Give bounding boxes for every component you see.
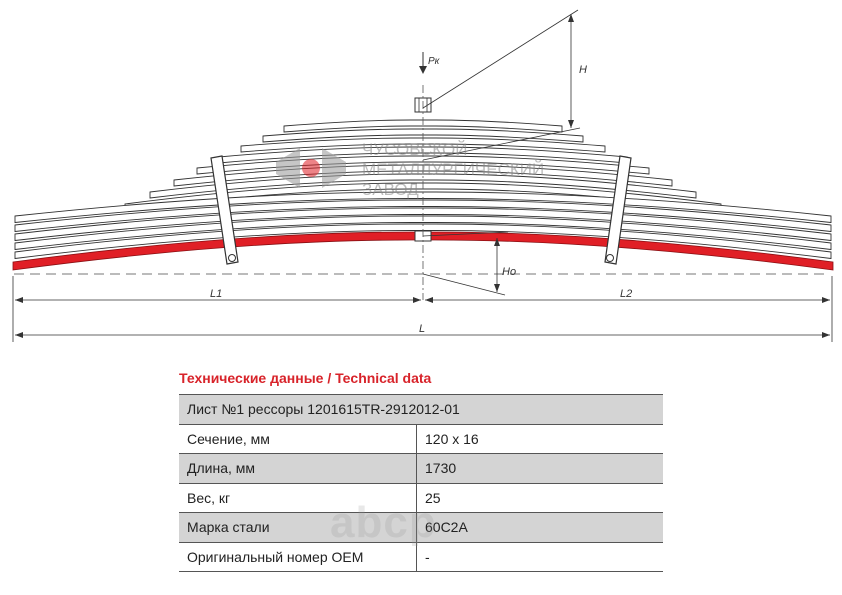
left-clamp <box>210 155 239 265</box>
spring-leaf <box>14 223 832 260</box>
label-l1: L1 <box>210 288 222 300</box>
row-value: - <box>416 541 663 572</box>
table-header-row: Лист №1 рессоры 1201615TR-2912012-01 <box>179 394 663 424</box>
right-clamp <box>604 155 632 265</box>
leaf-spring-diagram: Pк H Ho L1 L2 L ЧУСОВСК <box>12 9 834 342</box>
row-label: Сечение, мм <box>179 423 417 454</box>
table-row: Марка стали 60С2А <box>179 512 663 542</box>
row-label: Вес, кг <box>179 482 417 513</box>
table-header: Лист №1 рессоры 1201615TR-2912012-01 <box>179 394 663 424</box>
technical-data-table: Лист №1 рессоры 1201615TR-2912012-01 Сеч… <box>179 394 663 572</box>
company-logo-watermark: ЧУСОВСКОЙ МЕТАЛЛУРГИЧЕСКИЙ ЗАВОД <box>276 140 544 199</box>
watermark-line-1: ЧУСОВСКОЙ <box>362 140 467 159</box>
table-row: Сечение, мм 120 x 16 <box>179 423 663 454</box>
spring-leaf <box>14 207 832 242</box>
watermark-line-3: ЗАВОД <box>362 180 419 199</box>
row-value: 60С2А <box>416 512 663 542</box>
label-h: H <box>579 64 587 76</box>
table-row: Вес, кг 25 <box>179 482 663 513</box>
row-value: 25 <box>416 482 663 513</box>
row-value: 1730 <box>416 453 663 483</box>
dimension-h <box>422 9 581 161</box>
row-value: 120 x 16 <box>416 423 663 454</box>
abcp-watermark: abcp <box>330 498 437 547</box>
watermark-line-2: МЕТАЛЛУРГИЧЕСКИЙ <box>362 160 544 179</box>
row-label: Марка стали <box>179 512 417 542</box>
dimension-l <box>12 276 833 342</box>
label-h0: Ho <box>502 266 516 278</box>
dimension-h0 <box>422 231 509 296</box>
main-leaf-red <box>12 231 834 271</box>
spring-leaf <box>14 215 832 251</box>
dimension-arrows <box>15 297 830 338</box>
row-label: Длина, мм <box>179 453 417 483</box>
spring-leaf <box>262 128 584 143</box>
load-arrow <box>419 52 427 74</box>
table-row: Длина, мм 1730 <box>179 453 663 483</box>
label-l2: L2 <box>620 288 632 300</box>
table-row: Оригинальный номер OEM - <box>179 541 663 572</box>
table-title: Технические данные / Technical data <box>179 370 432 386</box>
row-label: Оригинальный номер OEM <box>179 541 417 572</box>
label-l: L <box>419 323 425 335</box>
label-pk: Pк <box>428 56 441 67</box>
